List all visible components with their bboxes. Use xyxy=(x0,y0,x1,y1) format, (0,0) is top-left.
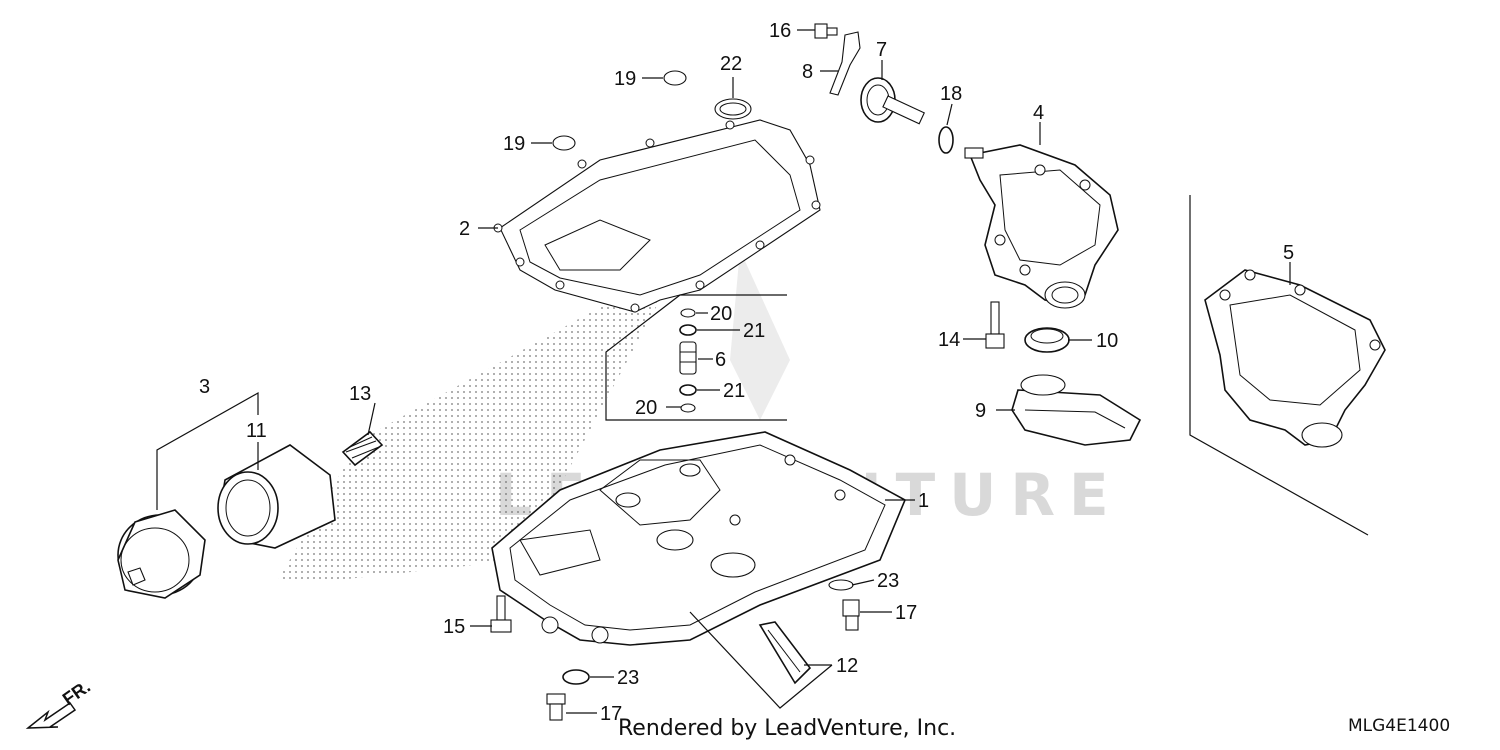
oil-pan-gasket[interactable] xyxy=(493,119,821,313)
o-ring-21-upper[interactable] xyxy=(679,324,697,336)
oil-pan-1[interactable] xyxy=(491,431,907,646)
callout-19-lower: 19 xyxy=(503,133,525,155)
bolt-14[interactable] xyxy=(985,301,1005,349)
front-label: FR. xyxy=(59,676,94,709)
o-ring-19-upper[interactable] xyxy=(663,70,687,86)
oil-pump-4[interactable] xyxy=(964,144,1119,309)
callout-4: 4 xyxy=(1033,102,1044,124)
oil-pump-assy-5[interactable] xyxy=(1204,269,1386,448)
callout-23-right: 23 xyxy=(877,570,899,592)
orifice-bracket xyxy=(605,294,787,421)
oil-orifice-6[interactable] xyxy=(679,341,697,375)
callout-8: 8 xyxy=(802,61,813,83)
callout-13: 13 xyxy=(349,383,371,405)
filter-bracket xyxy=(156,391,259,510)
callout-9: 9 xyxy=(975,400,986,422)
o-ring-19-lower[interactable] xyxy=(552,135,576,151)
screen-leader xyxy=(689,611,833,709)
o-ring-22[interactable] xyxy=(714,98,752,120)
o-ring-20-upper[interactable] xyxy=(680,308,696,318)
callout-14: 14 xyxy=(938,329,960,351)
washer-23-right[interactable] xyxy=(828,579,854,591)
seal-10[interactable] xyxy=(1024,327,1070,353)
callout-16: 16 xyxy=(769,20,791,42)
callout-6: 6 xyxy=(715,349,726,371)
washer-18[interactable] xyxy=(938,126,954,154)
callout-21-upper: 21 xyxy=(743,320,765,342)
render-credit: Rendered by LeadVenture, Inc. xyxy=(618,716,957,741)
callout-labels: 1 2 3 4 5 6 7 8 9 10 11 12 13 14 15 16 1… xyxy=(199,20,1294,725)
o-ring-20-lower[interactable] xyxy=(680,403,696,413)
leader-lines xyxy=(257,29,1291,714)
plate-8[interactable] xyxy=(829,31,861,96)
callout-19-upper: 19 xyxy=(614,68,636,90)
callout-3: 3 xyxy=(199,376,210,398)
front-direction-indicator: FR. xyxy=(25,676,94,729)
bolt-16[interactable] xyxy=(814,23,838,39)
callout-17-lower: 17 xyxy=(600,703,622,725)
callout-21-lower: 21 xyxy=(723,380,745,402)
callout-12: 12 xyxy=(836,655,858,677)
callout-23-lower: 23 xyxy=(617,667,639,689)
callout-2: 2 xyxy=(459,218,470,240)
callout-17-right: 17 xyxy=(895,602,917,624)
bolt-15[interactable] xyxy=(490,595,512,633)
oil-screen-12[interactable] xyxy=(758,621,812,685)
callout-7: 7 xyxy=(876,39,887,61)
front-arrow-icon xyxy=(25,701,77,729)
callout-20-upper: 20 xyxy=(710,303,732,325)
callout-20-lower: 20 xyxy=(635,397,657,419)
oil-filter-11[interactable] xyxy=(217,444,336,549)
o-ring-21-lower[interactable] xyxy=(679,384,697,396)
diagram-code: MLG4E1400 xyxy=(1348,716,1451,736)
washer-23-lower[interactable] xyxy=(562,669,590,685)
callout-18: 18 xyxy=(940,83,962,105)
pump-shaft-gear-7[interactable] xyxy=(860,77,925,125)
drain-bolt-17-lower[interactable] xyxy=(546,693,566,721)
drain-bolt-17-right[interactable] xyxy=(842,599,860,631)
callout-22: 22 xyxy=(720,53,742,75)
oil-filter-cap-3[interactable] xyxy=(117,509,206,599)
callout-5: 5 xyxy=(1283,242,1294,264)
oil-strainer-9[interactable] xyxy=(1011,374,1142,446)
assy-bracket xyxy=(1189,195,1369,536)
callout-15: 15 xyxy=(443,616,465,638)
fitting-13[interactable] xyxy=(341,430,384,467)
callout-1: 1 xyxy=(918,490,929,512)
callout-11: 11 xyxy=(246,420,267,442)
callout-10: 10 xyxy=(1096,330,1118,352)
dotted-shade xyxy=(278,285,660,582)
